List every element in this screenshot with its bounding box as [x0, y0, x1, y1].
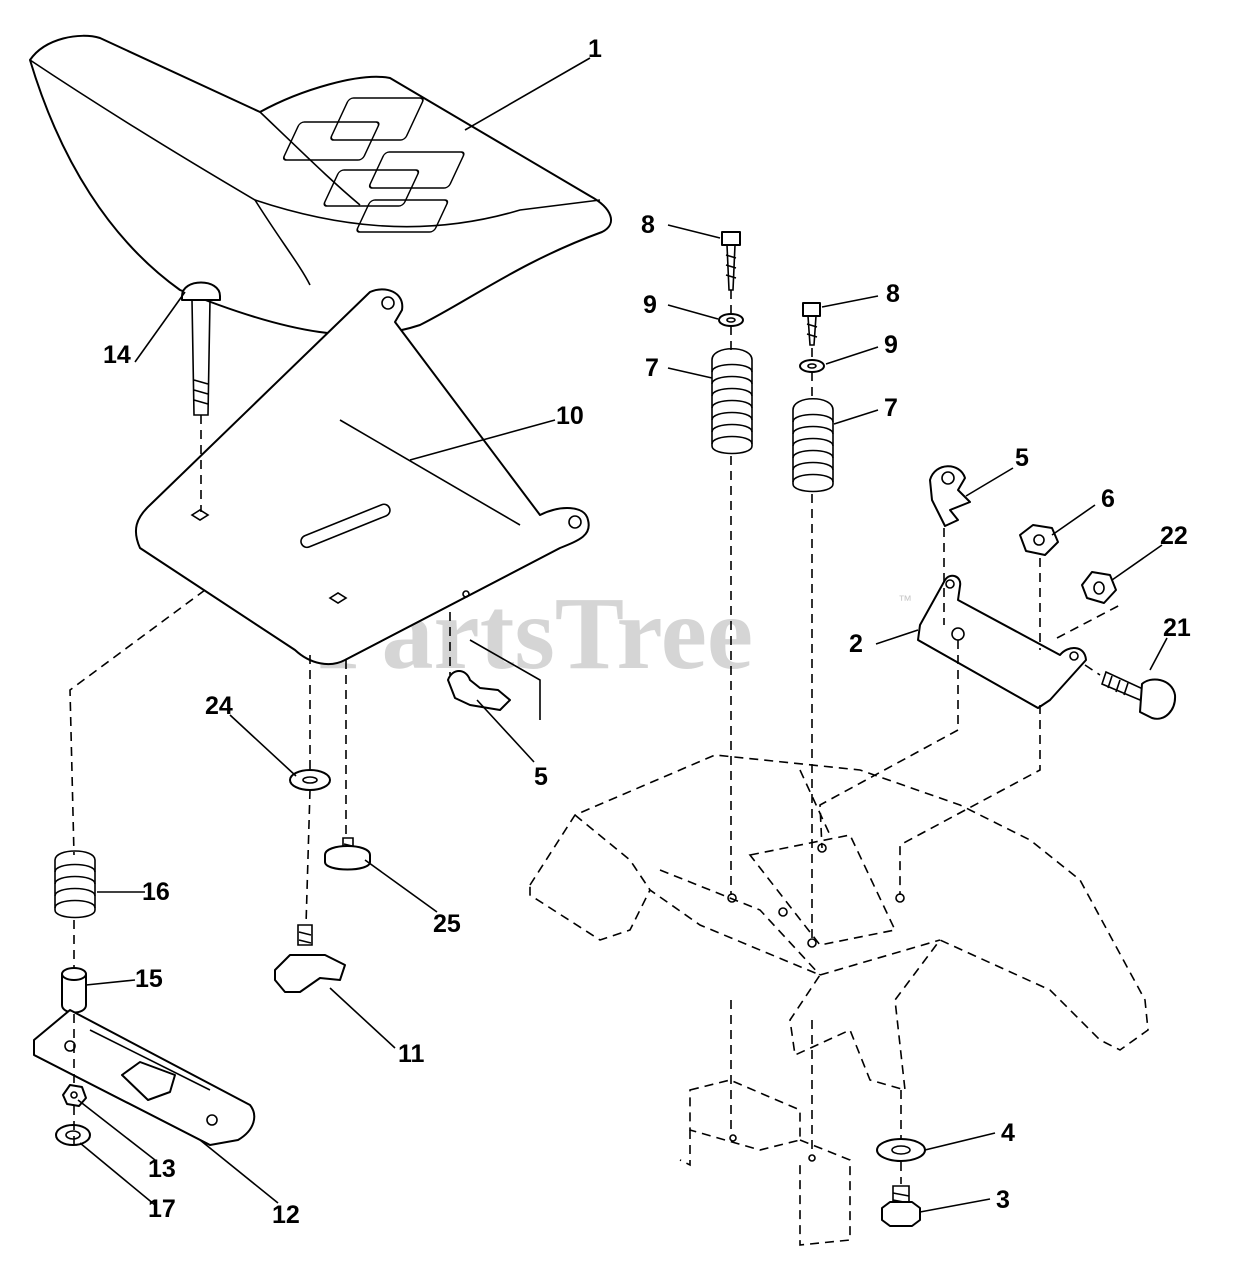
callout-7: 7 [645, 354, 659, 382]
callout-14: 14 [103, 341, 131, 369]
spring-part-16[interactable] [54, 850, 96, 919]
washer-part-24[interactable] [289, 769, 331, 791]
hex-bolt-part-3[interactable] [881, 1185, 921, 1227]
callout-22: 22 [1160, 522, 1188, 550]
callout-10: 10 [556, 402, 584, 430]
seat-part-1[interactable] [29, 34, 613, 336]
callout-5: 5 [1015, 444, 1029, 472]
callout-1: 1 [588, 35, 602, 63]
assembly-center-lines [69, 290, 1121, 1184]
callout-6: 6 [1101, 485, 1115, 513]
seat-pan-part-10[interactable] [134, 288, 590, 666]
washer-part-17[interactable] [55, 1124, 91, 1146]
slide-plate-part-12[interactable] [33, 1009, 256, 1146]
spring-part-7-left[interactable] [711, 348, 753, 455]
bolt-part-25[interactable] [324, 837, 371, 871]
washer-part-4[interactable] [876, 1138, 926, 1162]
shoulder-bolt-part-21[interactable] [1101, 670, 1177, 720]
callout-24: 24 [205, 692, 233, 720]
washer-part-9-left[interactable] [718, 313, 744, 327]
clip-part-5-upper[interactable] [929, 465, 971, 527]
leader-lines [77, 57, 1168, 1213]
callout-3: 3 [996, 1186, 1010, 1214]
bracket-part-2[interactable] [917, 574, 1087, 709]
callout-16: 16 [142, 878, 170, 906]
bolt-part-8-left[interactable] [721, 231, 741, 291]
spacer-part-15[interactable] [61, 967, 87, 1014]
callout-8: 8 [641, 211, 655, 239]
callout-7: 7 [884, 394, 898, 422]
callout-21: 21 [1163, 614, 1191, 642]
callout-5: 5 [534, 763, 548, 791]
clip-part-5-lower[interactable] [447, 639, 541, 720]
nut-part-22[interactable] [1081, 571, 1117, 604]
callout-9: 9 [643, 291, 657, 319]
callout-12: 12 [272, 1201, 300, 1229]
washer-part-9-right[interactable] [799, 359, 825, 373]
tractor-frame-outline [529, 754, 1149, 1246]
nut-part-6[interactable] [1019, 524, 1059, 556]
callout-4: 4 [1001, 1119, 1015, 1147]
callout-15: 15 [135, 965, 163, 993]
callout-11: 11 [398, 1040, 425, 1068]
carriage-bolt-part-14[interactable] [181, 281, 221, 416]
callout-2: 2 [849, 630, 863, 658]
callout-labels: 1 8 9 7 8 9 7 14 10 5 6 22 2 21 24 5 25 … [103, 35, 1191, 1229]
bolt-part-8-right[interactable] [802, 302, 821, 346]
knob-part-11[interactable] [274, 924, 346, 993]
callout-9: 9 [884, 331, 898, 359]
callout-17: 17 [148, 1195, 176, 1223]
watermark-trademark: ™ [898, 592, 912, 608]
callout-25: 25 [433, 910, 461, 938]
callout-13: 13 [148, 1155, 176, 1183]
spring-part-7-right[interactable] [792, 398, 834, 493]
callout-8: 8 [886, 280, 900, 308]
